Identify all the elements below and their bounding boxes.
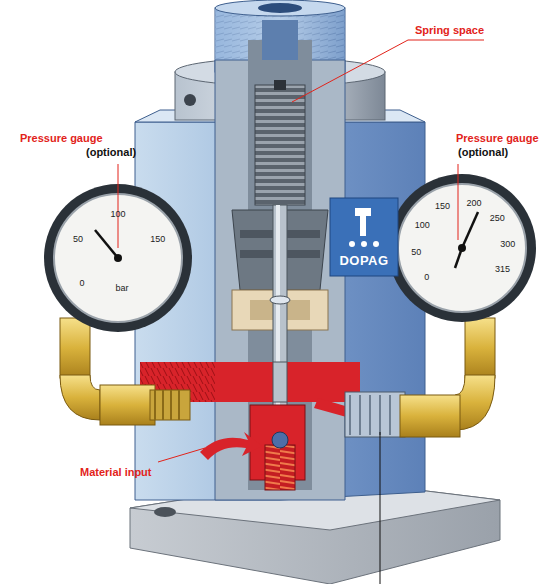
logo-text: DOPAG (339, 254, 388, 269)
gauge-number: 200 (466, 198, 481, 208)
callout-note: (optional) (86, 146, 136, 159)
gauge-number: 100 (110, 209, 125, 219)
gauge-number: 315 (495, 264, 510, 274)
gauge-number: 150 (435, 201, 450, 211)
gauge-number: 0 (424, 272, 429, 282)
callout-label: Material input (80, 466, 152, 479)
callout-label: Pressure gauge (20, 132, 103, 145)
gauge-number: 250 (490, 213, 505, 223)
gauge-number: 50 (73, 234, 83, 244)
gauge-number: 300 (500, 239, 515, 249)
part-label: Spring space (415, 24, 484, 37)
callout-note: (optional) (458, 146, 508, 159)
callout-label: Pressure gauge (456, 132, 539, 145)
gauge-number: 100 (415, 220, 430, 230)
gauge-number: 50 (411, 247, 421, 257)
gauge-number: 150 (150, 234, 165, 244)
gauge-number: 0 (79, 278, 84, 288)
gauge-unit: bar (115, 283, 128, 293)
